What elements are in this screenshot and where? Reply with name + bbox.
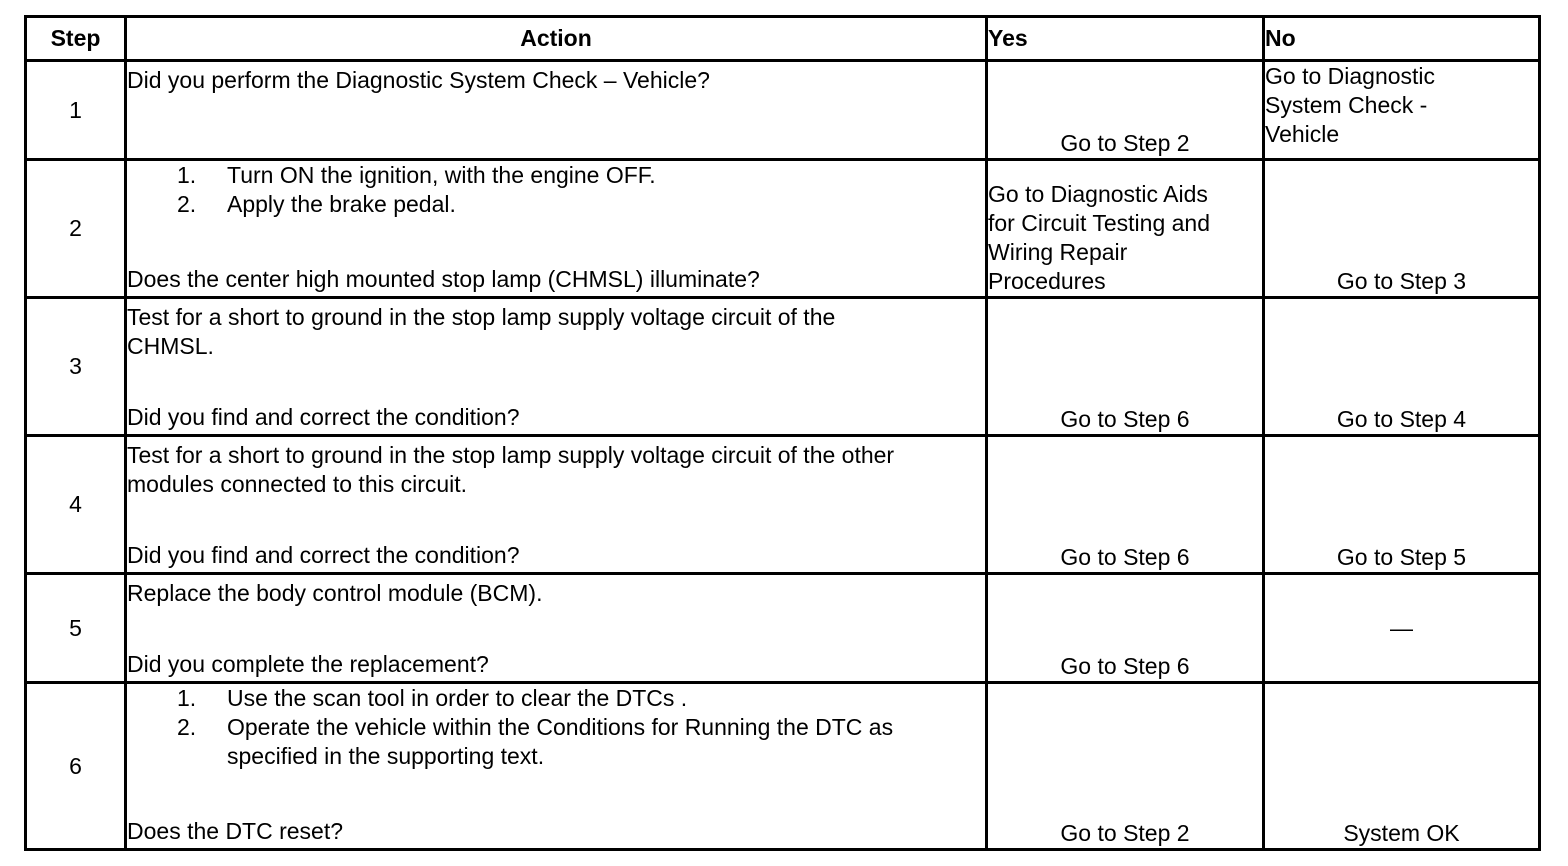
table-row: 3 Test for a short to ground in the stop… <box>24 296 1541 437</box>
substep-text: Operate the vehicle within the Condition… <box>227 714 894 769</box>
no-result: System OK <box>1262 681 1541 851</box>
yes-result-line: for Circuit Testing and <box>988 210 1211 236</box>
action-question: Does the DTC reset? <box>127 818 344 844</box>
step-number: 3 <box>24 296 127 437</box>
yes-result-line: Wiring Repair <box>988 239 1128 265</box>
substep-number: 2. <box>177 714 197 740</box>
action-question: Does the center high mounted stop lamp (… <box>127 266 760 292</box>
action-text: Replace the body control module (BCM). <box>127 580 543 606</box>
substep-item: 1. Turn ON the ignition, with the engine… <box>127 161 985 190</box>
action-text-line: Test for a short to ground in the stop l… <box>127 304 836 330</box>
action-cell: Replace the body control module (BCM). D… <box>124 572 988 684</box>
header-no: No <box>1262 15 1541 62</box>
yes-result: Go to Step 2 <box>985 681 1265 851</box>
action-text: Test for a short to ground in the stop l… <box>127 299 985 361</box>
no-result: — <box>1262 572 1541 684</box>
header-action: Action <box>124 15 988 62</box>
substep-number: 1. <box>177 162 197 188</box>
action-cell: Did you perform the Diagnostic System Ch… <box>124 59 988 161</box>
step-number: 6 <box>24 681 127 851</box>
no-result-line: Go to Diagnostic <box>1265 63 1436 89</box>
yes-result: Go to Step 6 <box>985 296 1265 437</box>
substep-number: 1. <box>177 685 197 711</box>
step-number: 2 <box>24 158 127 299</box>
yes-result-line: Go to Diagnostic Aids <box>988 181 1208 207</box>
action-text-line: Test for a short to ground in the stop l… <box>127 442 895 468</box>
action-question: Did you find and correct the condition? <box>127 542 520 568</box>
action-text: Test for a short to ground in the stop l… <box>127 437 985 499</box>
table-row: 2 1. Turn ON the ignition, with the engi… <box>24 158 1541 299</box>
action-cell: 1. Turn ON the ignition, with the engine… <box>124 158 988 299</box>
substep-number: 2. <box>177 191 197 217</box>
no-result: Go to Step 4 <box>1262 296 1541 437</box>
substep-text: Apply the brake pedal. <box>227 191 456 217</box>
step-number: 4 <box>24 434 127 575</box>
table-row: 6 1. Use the scan tool in order to clear… <box>24 681 1541 851</box>
no-result: Go to Diagnostic System Check - Vehicle <box>1262 59 1541 161</box>
action-cell: 1. Use the scan tool in order to clear t… <box>124 681 988 851</box>
yes-result: Go to Step 6 <box>985 434 1265 575</box>
header-yes: Yes <box>985 15 1265 62</box>
action-question: Did you find and correct the condition? <box>127 404 520 430</box>
no-result: Go to Step 3 <box>1262 158 1541 299</box>
action-cell: Test for a short to ground in the stop l… <box>124 434 988 575</box>
yes-result: Go to Diagnostic Aids for Circuit Testin… <box>985 158 1265 299</box>
no-result: Go to Step 5 <box>1262 434 1541 575</box>
table-row: 5 Replace the body control module (BCM).… <box>24 572 1541 684</box>
yes-result: Go to Step 6 <box>985 572 1265 684</box>
step-number: 5 <box>24 572 127 684</box>
substep-text: Turn ON the ignition, with the engine OF… <box>227 162 656 188</box>
table-row: 4 Test for a short to ground in the stop… <box>24 434 1541 575</box>
substep-text: Use the scan tool in order to clear the … <box>227 685 688 711</box>
action-text-line: modules connected to this circuit. <box>127 471 468 497</box>
substep-list: 1. Use the scan tool in order to clear t… <box>127 684 985 771</box>
substep-item: 1. Use the scan tool in order to clear t… <box>127 684 985 713</box>
diagnostic-table: Step Action Yes No 1 Did you perform the… <box>24 15 1541 851</box>
action-text-line: CHMSL. <box>127 333 214 359</box>
table-row: 1 Did you perform the Diagnostic System … <box>24 59 1541 161</box>
no-result-line: Vehicle <box>1265 121 1340 147</box>
action-text: Did you perform the Diagnostic System Ch… <box>127 67 710 93</box>
header-step: Step <box>24 15 127 62</box>
no-result-line: System Check - <box>1265 92 1428 118</box>
action-question: Did you complete the replacement? <box>127 651 489 677</box>
header-row: Step Action Yes No <box>24 15 1541 62</box>
substep-list: 1. Turn ON the ignition, with the engine… <box>127 161 985 219</box>
step-number: 1 <box>24 59 127 161</box>
substep-item: 2. Apply the brake pedal. <box>127 190 985 219</box>
action-cell: Test for a short to ground in the stop l… <box>124 296 988 437</box>
substep-item: 2. Operate the vehicle within the Condit… <box>127 713 985 771</box>
yes-result: Go to Step 2 <box>985 59 1265 161</box>
yes-result-line: Procedures <box>988 268 1106 294</box>
